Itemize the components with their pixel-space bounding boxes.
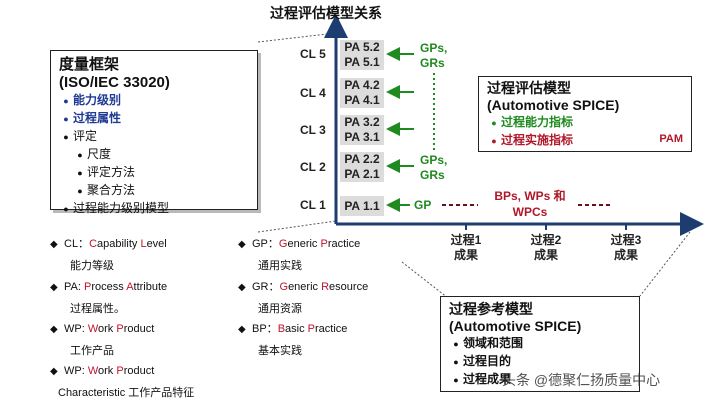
cl2-label: CL 2: [300, 160, 326, 174]
legend-gp: ◆GP：Generic Practice 通用实践: [238, 238, 361, 272]
reference-box: 过程参考模型 (Automotive SPICE) ●领域和范围 ●过程目的 ●…: [440, 296, 640, 392]
reference-title: 过程参考模型: [449, 301, 533, 317]
cl3-label: CL 3: [300, 123, 326, 137]
grs-top-label: GRs: [420, 56, 445, 70]
assessment-subtitle: (Automotive SPICE): [487, 97, 620, 113]
framework-sub-scale: 尺度: [87, 147, 112, 161]
diamond-icon: ◆: [50, 324, 58, 335]
diamond-icon: ◆: [238, 282, 246, 293]
diamond-icon: ◆: [50, 282, 58, 293]
bp-label-line1: BPs, WPs 和: [494, 189, 566, 203]
reference-item-domain: 领域和范围: [463, 336, 524, 350]
framework-sub-aggregation: 聚合方法: [87, 183, 136, 197]
framework-subtitle: (ISO/IEC 33020): [59, 74, 170, 91]
pa-5-1: PA 5.1: [340, 55, 384, 70]
framework-title: 度量框架: [59, 56, 120, 73]
assessment-box: 过程评估模型 (Automotive SPICE) ●过程能力指标 ●过程实施指…: [478, 76, 692, 152]
pa-3-2: PA 3.2: [340, 115, 384, 130]
bp-label-line2: WPCs: [512, 205, 548, 219]
gp-cl1-label: GP: [414, 198, 432, 212]
x-label-2-line2: 成果: [533, 248, 558, 262]
diagram-title: 过程评估模型关系: [270, 5, 382, 21]
assessment-item-capability: 过程能力指标: [501, 115, 574, 129]
pa-1-1: PA 1.1: [340, 196, 384, 216]
legend-gr: ◆GR：Generic Resource 通用资源: [238, 281, 369, 315]
framework-sub-method: 评定方法: [87, 165, 136, 179]
legend-pa: ◆PA: Process Attribute 过程属性。: [50, 281, 168, 315]
framework-item-capability-model: 过程能力级别模型: [73, 201, 170, 215]
pam-tag: PAM: [659, 133, 683, 145]
pa-4-2: PA 4.2: [340, 78, 384, 93]
reference-item-outcome: 过程成果: [463, 372, 512, 386]
x-label-3-line2: 成果: [613, 248, 638, 262]
cl5-label: CL 5: [300, 47, 326, 61]
diamond-icon: ◆: [50, 239, 58, 250]
cl4-label: CL 4: [300, 86, 326, 100]
x-label-1-line2: 成果: [453, 248, 478, 262]
framework-item-rating: 评定: [73, 129, 98, 143]
diamond-icon: ◆: [238, 324, 246, 335]
gps-mid-label: GPs,: [420, 153, 448, 167]
grs-mid-label: GRs: [420, 168, 445, 182]
x-label-3-line1: 过程3: [610, 233, 642, 247]
legend-cl: ◆CL：Capability Level 能力等级: [50, 238, 167, 272]
reference-subtitle: (Automotive SPICE): [449, 318, 582, 334]
assessment-item-performance: 过程实施指标: [501, 133, 574, 147]
pa-2-2: PA 2.2: [340, 152, 384, 167]
framework-box: 度量框架 (ISO/IEC 33020) ●能力级别 ●过程属性 ●评定 ●尺度…: [50, 50, 258, 215]
pa-4-1: PA 4.1: [340, 93, 384, 108]
diamond-icon: ◆: [238, 239, 246, 250]
gps-top-label: GPs,: [420, 41, 448, 55]
legend-bp: ◆BP：Basic Practice 基本实践: [238, 323, 348, 357]
x-label-1-line1: 过程1: [450, 233, 482, 247]
x-label-2-line1: 过程2: [530, 233, 562, 247]
framework-item-process-attribute: 过程属性: [73, 111, 122, 125]
watermark: 头条 @德聚仁扬质量中心: [502, 372, 661, 388]
pa-3-1: PA 3.1: [340, 130, 384, 145]
pa-5-2: PA 5.2: [340, 40, 384, 55]
legend-wp: ◆WP: Work Product 工作产品: [50, 323, 155, 357]
legend-wpc: ◆WP: Work Product Characteristic 工作产品特征: [50, 365, 195, 399]
diamond-icon: ◆: [50, 366, 58, 377]
assessment-title: 过程评估模型: [487, 80, 571, 96]
cl1-label: CL 1: [300, 198, 326, 212]
reference-item-purpose: 过程目的: [463, 354, 512, 368]
framework-item-capability-level: 能力级别: [73, 93, 122, 107]
pa-2-1: PA 2.1: [340, 167, 384, 182]
